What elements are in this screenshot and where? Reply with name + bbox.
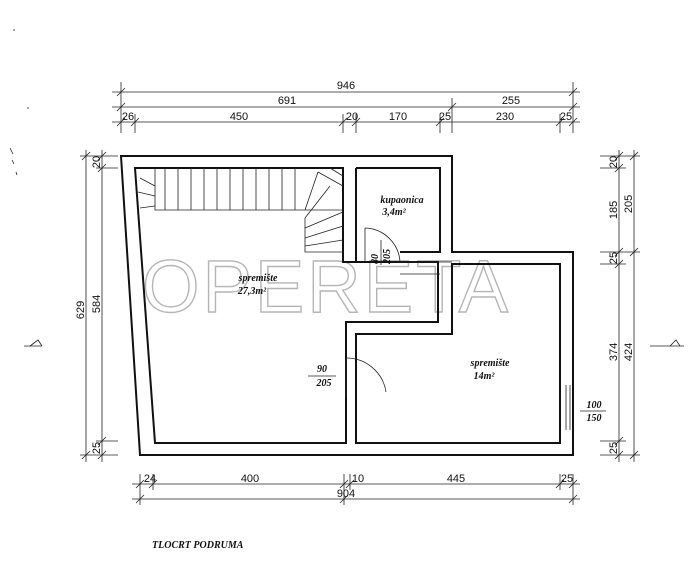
dim-right-top-wall: 20 [608, 156, 620, 168]
dim-right-bath: 185 [608, 201, 620, 219]
door-label-storage: 90 205 [308, 364, 336, 389]
door-swings [345, 227, 401, 398]
dim-bottom-wall-2: 10 [352, 473, 364, 485]
dim-right-bottom-wall: 25 [608, 442, 620, 454]
top-dimension-lines [112, 82, 580, 133]
room-name-bathroom: kupaonica [380, 195, 423, 206]
door-height-storage: 205 [316, 378, 332, 389]
door-label-bathroom: 80 205 [370, 240, 393, 265]
bottom-dimension-lines [132, 474, 580, 505]
dim-top-room-1: 450 [230, 111, 248, 123]
walls [119, 155, 574, 456]
scan-marks [9, 29, 29, 176]
window-label: 100 150 [580, 400, 606, 424]
dim-right-outer-top: 205 [623, 195, 635, 213]
room-area-storage-small: 14m² [474, 371, 496, 382]
door-width-bathroom: 80 [370, 254, 381, 264]
room-name-storage-large: spremište [238, 273, 278, 284]
dim-top-wall-4: 25 [560, 111, 572, 123]
dim-right-outer-bottom: 424 [623, 343, 635, 361]
dim-right-storage: 374 [608, 343, 620, 361]
dim-top-wall-1: 26 [122, 111, 134, 123]
dim-top-left-span: 691 [278, 95, 296, 107]
left-dimension-lines [24, 150, 118, 462]
dim-left-bottom: 25 [91, 442, 103, 454]
dim-right-mid-wall: 25 [608, 252, 620, 264]
room-name-storage-small: spremište [470, 358, 510, 369]
watermark: OPERETA [142, 245, 511, 328]
dim-top-wall-2: 20 [346, 111, 358, 123]
dim-top-total: 946 [337, 80, 355, 92]
dim-bottom-wall-1: 24 [144, 473, 156, 485]
dim-bottom-room-2: 445 [447, 473, 465, 485]
dim-left-top: 20 [91, 156, 103, 168]
dim-left-outer: 629 [75, 301, 87, 319]
dim-top-room-3: 230 [496, 111, 514, 123]
dim-bottom-total: 904 [337, 488, 355, 500]
door-height-bathroom: 205 [382, 249, 393, 265]
room-area-storage-large: 27,3m² [237, 286, 267, 297]
dim-left-inner: 584 [91, 295, 103, 313]
staircase [137, 167, 344, 253]
right-dimension-lines [600, 150, 684, 462]
dim-top-wall-3: 25 [439, 111, 451, 123]
dim-bottom-room-1: 400 [241, 473, 259, 485]
dim-top-room-2: 170 [389, 111, 407, 123]
dim-bottom-wall-3: 25 [561, 473, 573, 485]
window-height: 150 [587, 413, 602, 424]
room-area-bathroom: 3,4m² [381, 207, 406, 218]
dim-top-right-span: 255 [502, 95, 520, 107]
plan-title: TLOCRT PODRUMA [152, 540, 244, 551]
window-width: 100 [587, 400, 602, 411]
door-width-storage: 90 [317, 364, 327, 375]
